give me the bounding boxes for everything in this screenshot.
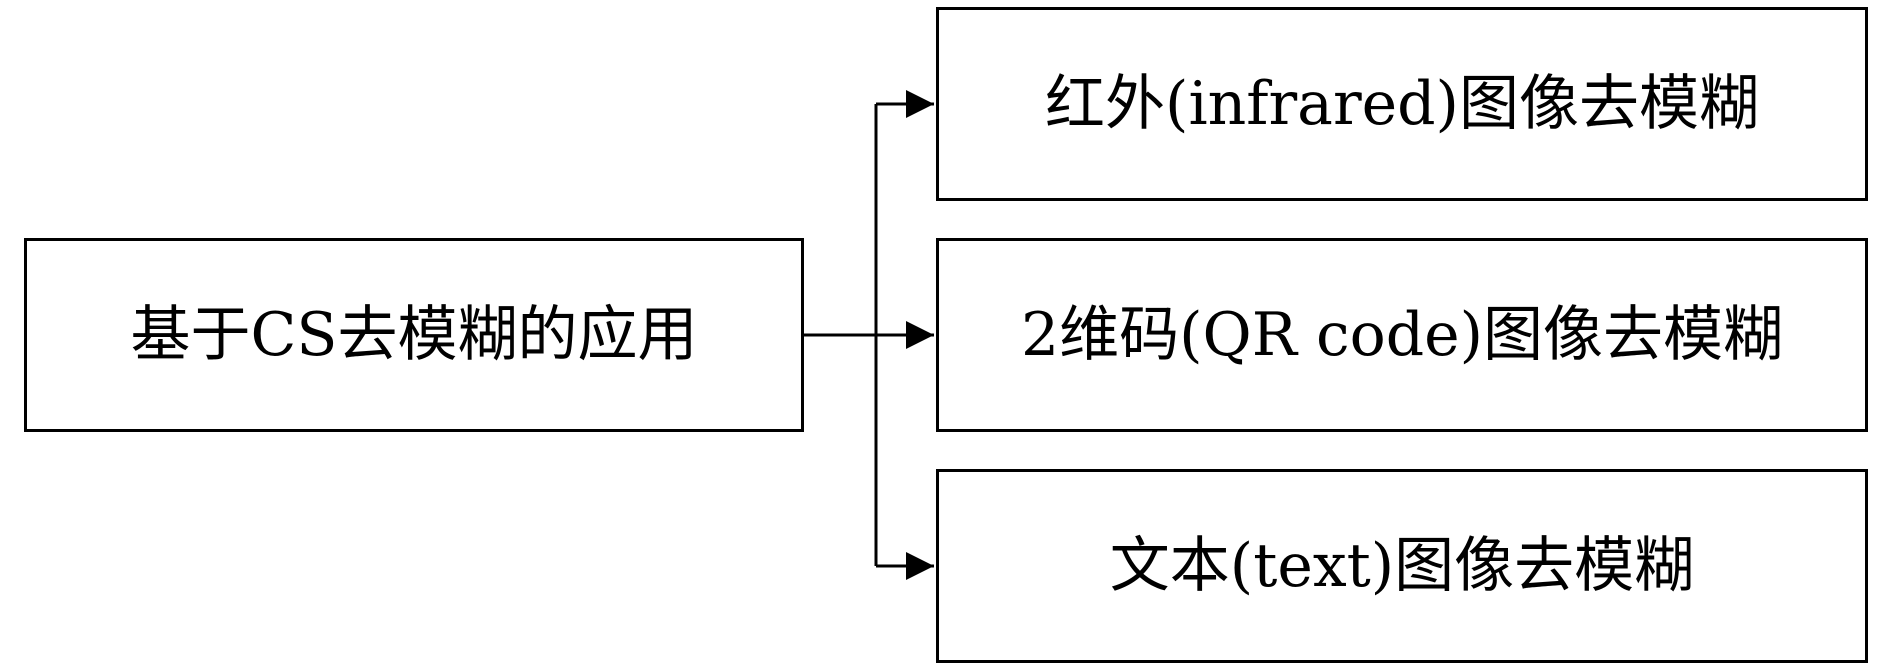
arrowhead-text-icon [906,552,934,580]
arrowhead-infrared-icon [906,90,934,118]
branch-node-label-qr-code: 2维码(QR code)图像去模糊 [1020,300,1784,370]
branch-node-text: 文本(text)图像去模糊 [936,469,1868,663]
root-node-box: 基于CS去模糊的应用 [24,238,804,432]
branch-node-label-infrared: 红外(infrared)图像去模糊 [1045,69,1759,139]
arrowhead-qr-icon [906,321,934,349]
root-node-label: 基于CS去模糊的应用 [130,300,698,370]
branch-node-qr-code: 2维码(QR code)图像去模糊 [936,238,1868,432]
branch-node-infrared: 红外(infrared)图像去模糊 [936,7,1868,201]
branch-node-label-text: 文本(text)图像去模糊 [1109,531,1695,601]
